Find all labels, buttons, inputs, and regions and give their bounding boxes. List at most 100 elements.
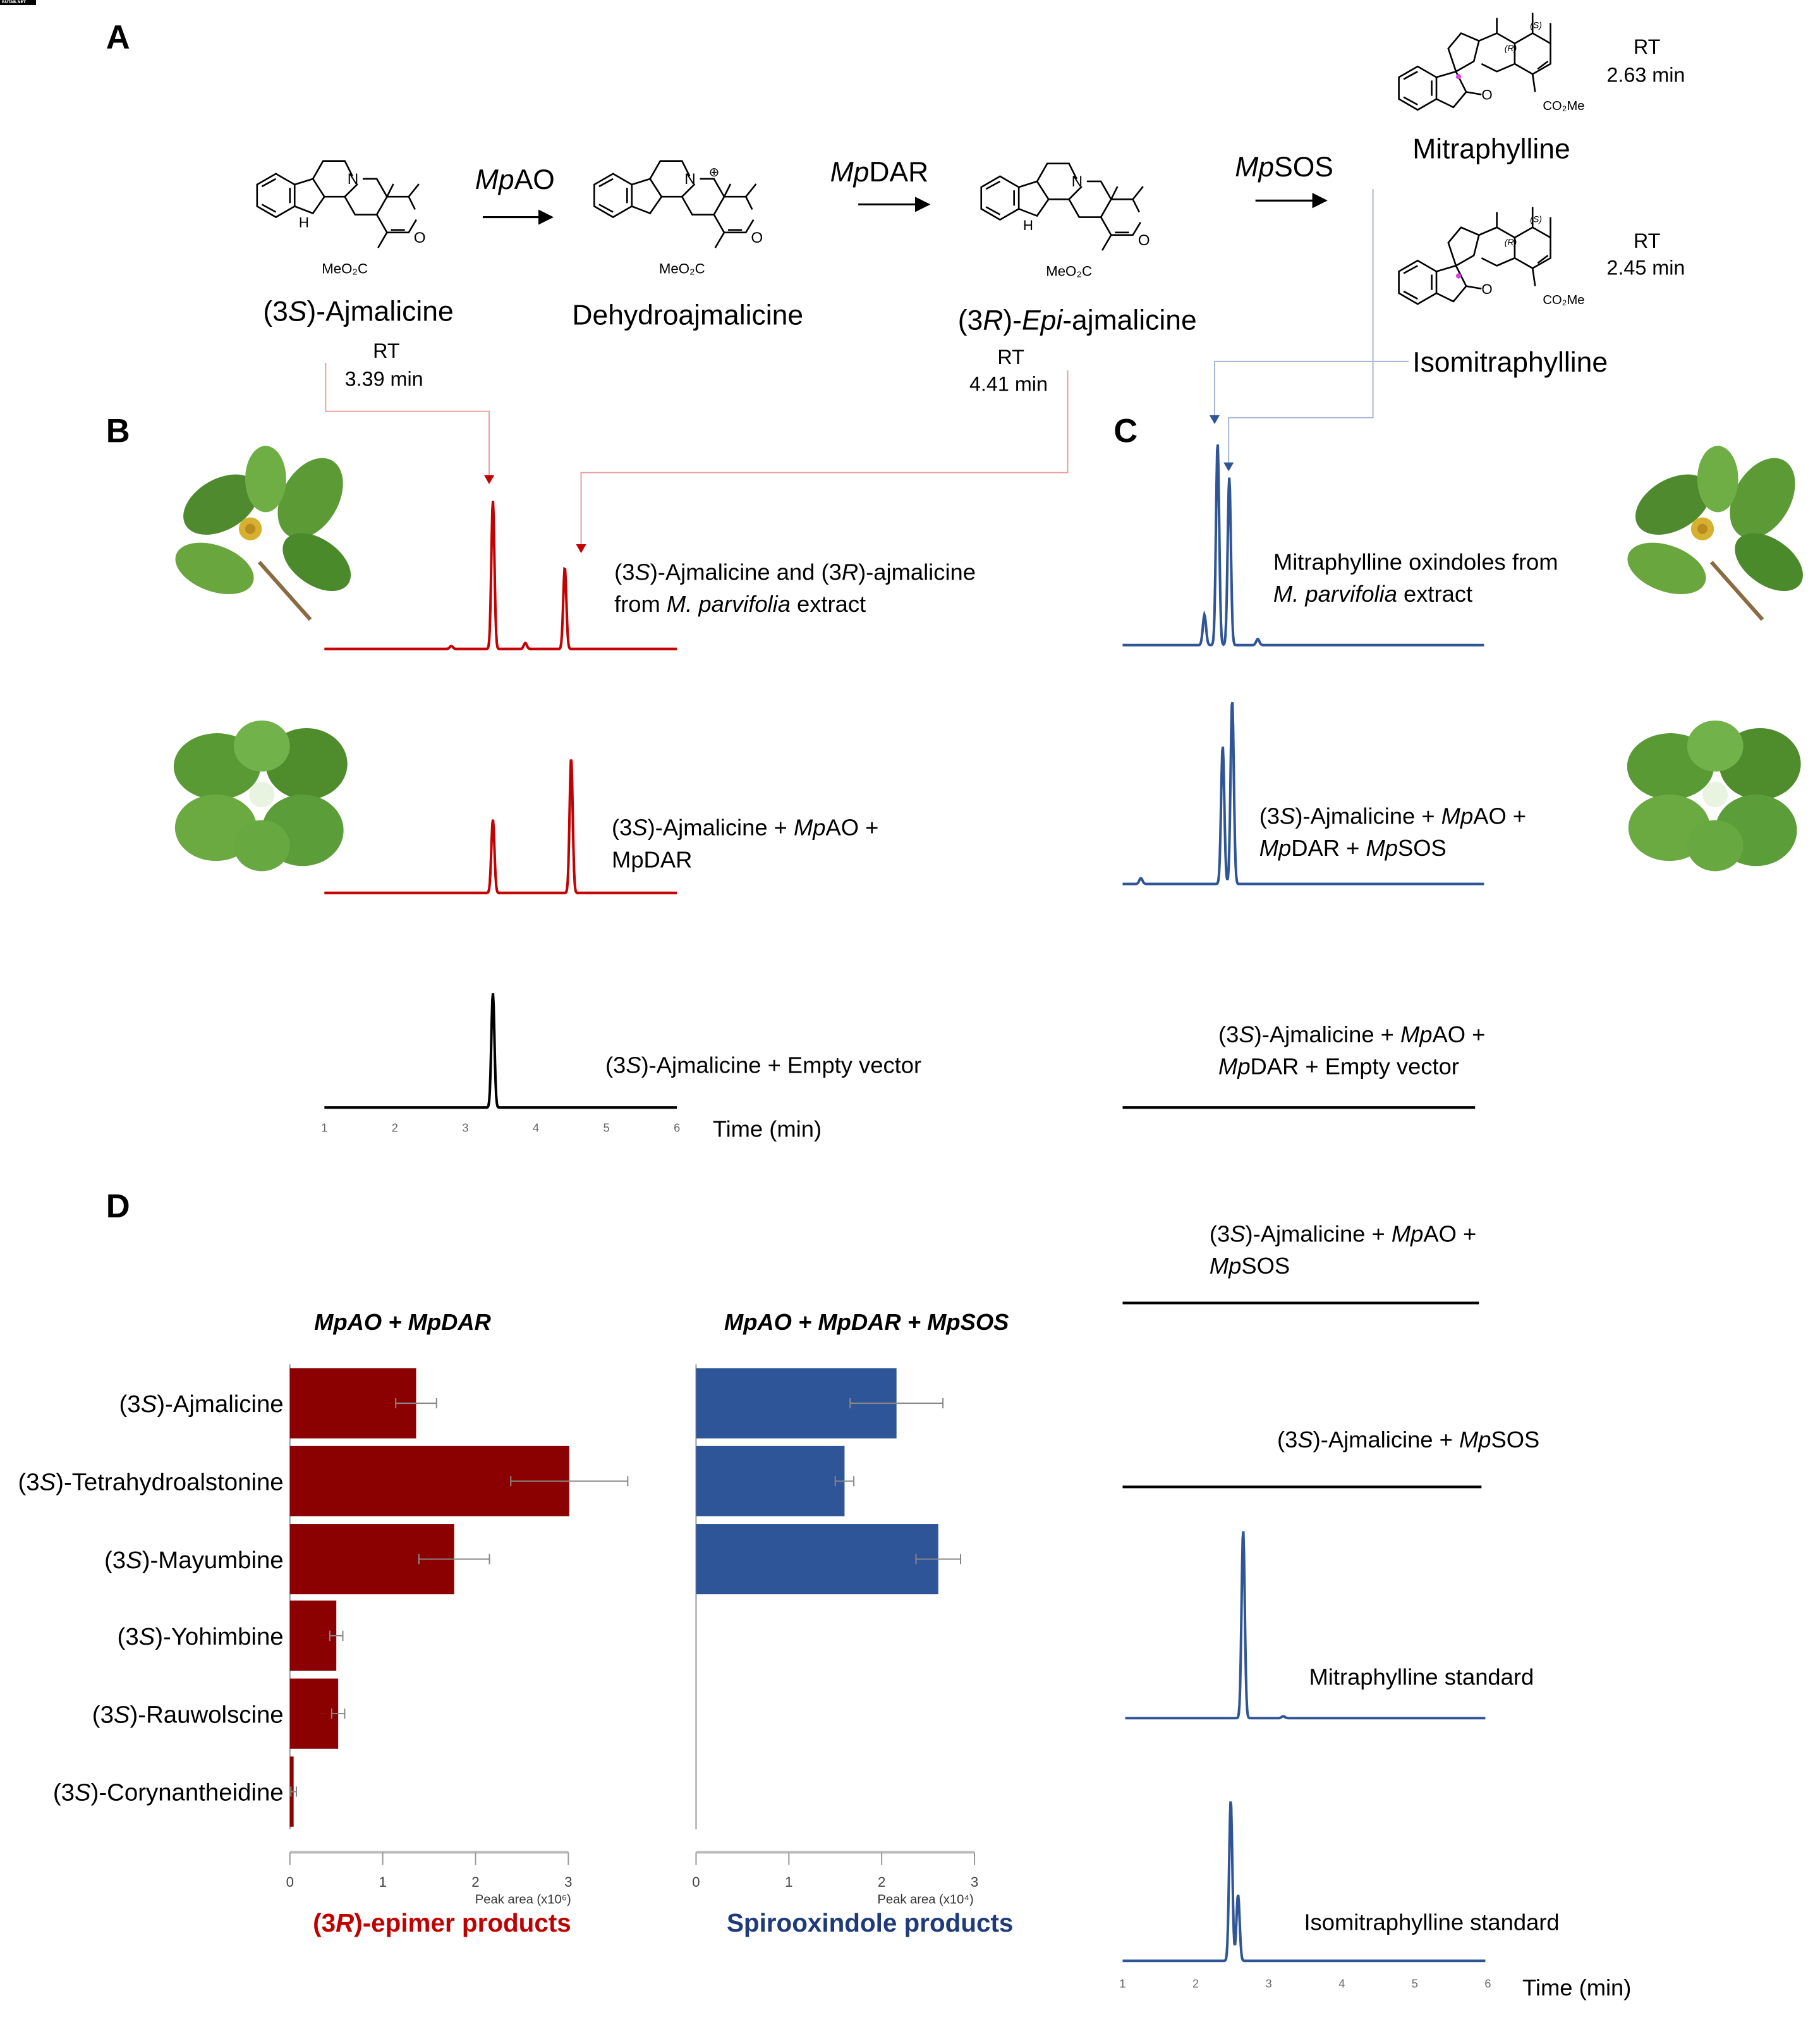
text-segment: S [288, 296, 307, 327]
x-tick-label: 1 [379, 1874, 386, 1890]
text-segment: S [626, 1052, 641, 1078]
x-tick-label: 5 [604, 1122, 610, 1135]
compound-ajmalicine: (3S)-Ajmalicine [263, 296, 453, 327]
compound-dehydroajmalicine: Dehydroajmalicine [572, 300, 803, 331]
text-segment: )-Ajmalicine [157, 1391, 283, 1418]
compound-mitraphylline: Mitraphylline [1412, 134, 1570, 165]
category-label: (3S)-Mayumbine [104, 1547, 284, 1574]
enzyme-label-mpao: MpAO [475, 164, 555, 195]
spirooxindole-products-label: Spirooxindole products [727, 1908, 1013, 1937]
text-segment: )-Rauwolscine [130, 1701, 284, 1728]
mitragyna-plant-icon [175, 446, 351, 621]
x-tick-label: 3 [462, 1122, 468, 1135]
atom-o: O [1138, 232, 1150, 249]
trace-caption: (3S)-Ajmalicine and (3R)-ajmalicine [614, 559, 976, 585]
trace-caption: (3S)-Ajmalicine + MpAO + [1210, 1221, 1476, 1246]
text-segment: )-Mayumbine [142, 1547, 284, 1574]
atom-o: O [751, 229, 763, 247]
text-segment: (3 [104, 1547, 126, 1574]
text-segment: )-ajmalicine [858, 559, 976, 585]
text-segment: SOS [1241, 1253, 1290, 1279]
text-segment: (3 [1259, 803, 1280, 829]
text-segment: )-Ajmalicine + [1313, 1427, 1459, 1453]
text-segment: S [114, 1701, 130, 1728]
error-bar [290, 1786, 298, 1797]
error-bar [834, 1476, 855, 1487]
rt-ajmalicine: 3.39 min [345, 367, 423, 390]
trace-caption: (3S)-Ajmalicine + MpSOS [1277, 1427, 1539, 1453]
text-segment: Mp [1235, 152, 1274, 183]
bar-chart-title-right: MpAO + MpDAR + MpSOS [724, 1309, 1009, 1335]
compound-epi-ajmalicine: (3R)-Epi-ajmalicine [958, 305, 1197, 336]
structure-epi-ajmalicine: N H O MeO₂C [980, 162, 1150, 279]
atom-ester: CO₂Me [1543, 293, 1584, 307]
chromatogram-trace [1122, 702, 1484, 886]
text-segment: Mp [724, 1309, 758, 1335]
chromatogram-trace [324, 759, 677, 894]
text-segment: R [842, 559, 858, 585]
trace-caption: MpDAR + Empty vector [1218, 1054, 1459, 1080]
text-segment: Mp [794, 815, 826, 841]
text-segment: SOS [1274, 152, 1333, 183]
panel-label-c: C [1113, 412, 1138, 449]
trace-caption: (3S)-Ajmalicine + Empty vector [605, 1052, 921, 1078]
text-segment: )-Ajmalicine + [648, 815, 794, 841]
text-segment: SOS [961, 1309, 1009, 1335]
atom-n: N [1072, 173, 1083, 190]
x-tick-label: 4 [1338, 1978, 1345, 1990]
trace-caption: MpDAR + MpSOS [1259, 835, 1447, 861]
text-segment: )-Ajmalicine + [1254, 1021, 1400, 1047]
rt-epi-ajmalicine: 4.41 min [969, 372, 1048, 395]
structure-ajmalicine: N H O MeO₂C [256, 160, 426, 276]
text-segment: (3 [119, 1391, 140, 1418]
text-segment: AO [514, 164, 555, 195]
text-segment: )-Corynantheidine [91, 1779, 284, 1806]
trace-caption: (3S)-Ajmalicine + MpAO + [1218, 1021, 1485, 1047]
atom-ester: MeO₂C [1046, 264, 1092, 279]
text-segment: -ajmalicine [1062, 305, 1196, 336]
text-segment: )-Yohimbine [155, 1623, 283, 1650]
x-axis-label-b: Time (min) [713, 1116, 822, 1142]
category-label: (3S)-Tetrahydroalstonine [18, 1468, 283, 1495]
text-segment: S [40, 1468, 56, 1495]
atom-ester: MeO₂C [322, 260, 368, 276]
text-segment: )-Ajmalicine + [1295, 803, 1441, 829]
panel-label-b: B [106, 412, 130, 449]
text-segment: S [141, 1391, 157, 1418]
epimer-products-label: (3R)-epimer products [313, 1908, 571, 1937]
error-bar [915, 1554, 962, 1564]
text-segment: R [336, 1908, 354, 1937]
text-segment: S [1280, 803, 1295, 829]
text-segment: Mp [818, 1309, 851, 1335]
text-segment: MpDAR [612, 846, 692, 872]
text-segment: (3 [612, 815, 632, 841]
text-segment: (3 [263, 296, 288, 327]
text-segment: S [632, 815, 647, 841]
text-segment: extract [1397, 581, 1472, 607]
text-segment: (3 [1277, 1427, 1297, 1453]
x-axis-label-c: Time (min) [1522, 1975, 1631, 2001]
text-segment: Mp [1218, 1054, 1251, 1080]
chromatograms-panel-b [324, 501, 677, 1109]
trace-caption: M. parvifolia extract [1273, 581, 1472, 607]
x-tick-label: 0 [286, 1874, 294, 1890]
x-tick-label: 3 [1266, 1978, 1272, 1990]
text-segment: AO + [1423, 1221, 1476, 1246]
text-segment: )-Ajmalicine and (3 [650, 559, 842, 585]
trace-caption: (3S)-Ajmalicine + MpAO + [612, 815, 878, 841]
text-segment: (3 [118, 1623, 139, 1650]
text-segment: (3 [53, 1779, 75, 1806]
enzyme-label-mpsos: MpSOS [1235, 152, 1333, 183]
x-tick-label: 1 [321, 1122, 327, 1135]
error-bar [331, 1708, 346, 1719]
structure-isomitraphylline: O CO₂Me (S) (R) [1398, 206, 1585, 307]
bar [696, 1446, 845, 1516]
atom-ketone: O [1481, 87, 1492, 103]
text-segment: Mp [475, 164, 514, 195]
error-bar [418, 1554, 490, 1564]
atom-nh: H [1023, 217, 1033, 233]
stereo-label: (R) [1505, 237, 1517, 247]
atom-ester: CO₂Me [1543, 99, 1584, 113]
tobacco-plant-icon [1627, 720, 1801, 872]
